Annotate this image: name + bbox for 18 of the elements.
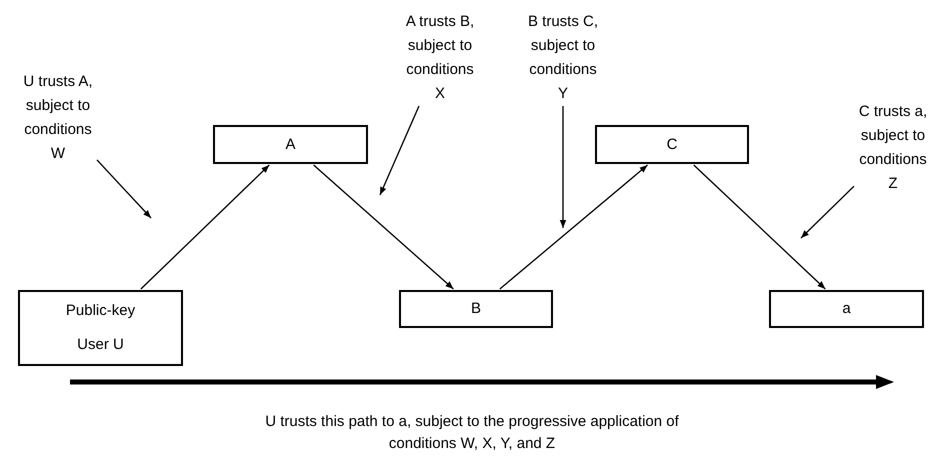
arrow bbox=[140, 164, 270, 290]
condition-text: U trusts A, subject to conditions W bbox=[19, 70, 97, 166]
entity-box: A bbox=[213, 125, 368, 164]
entity-box: Public-key User U bbox=[18, 290, 183, 366]
entity-box: C bbox=[595, 125, 749, 164]
leader-arrow bbox=[560, 106, 566, 228]
caption: U trusts this path to a, subject to the progressive application of conditions W, X, Y, and Z bbox=[264, 412, 680, 454]
leader-arrow bbox=[800, 186, 854, 238]
condition-text: C trusts a, subject to conditions Z bbox=[854, 100, 932, 196]
entity-box: a bbox=[769, 290, 924, 328]
leader-arrow bbox=[379, 106, 420, 196]
arrow bbox=[693, 164, 826, 290]
entity-box: B bbox=[399, 290, 553, 328]
arrow bbox=[313, 164, 454, 290]
condition-text: B trusts C, subject to conditions Y bbox=[524, 10, 602, 106]
condition-text: A trusts B, subject to conditions X bbox=[401, 10, 479, 106]
arrow bbox=[499, 164, 648, 290]
leader-arrow bbox=[96, 160, 152, 218]
